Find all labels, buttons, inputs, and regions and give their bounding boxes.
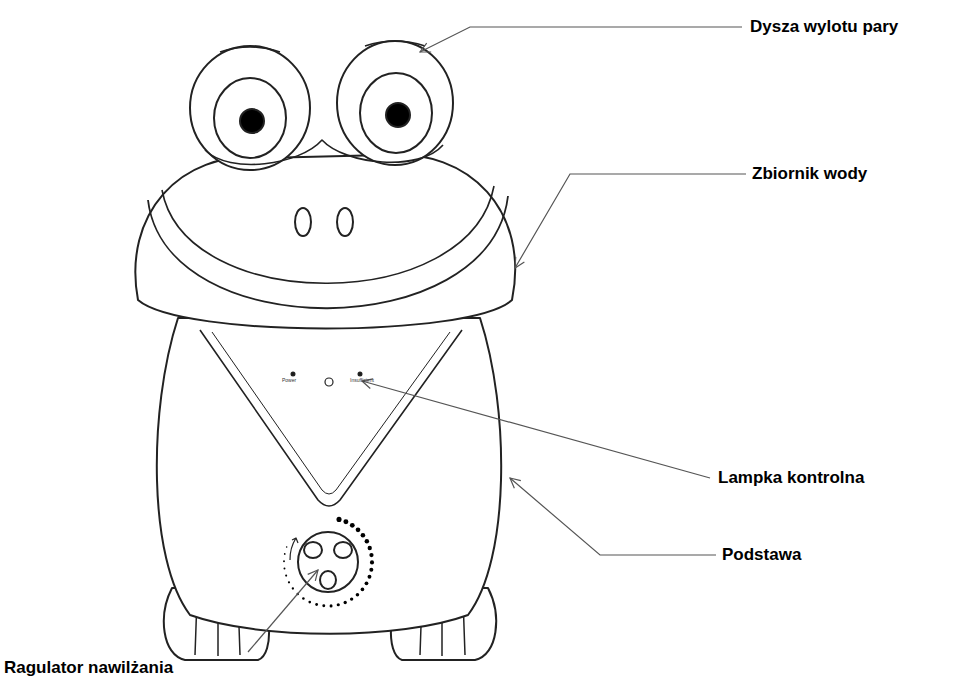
knob-lobe — [334, 542, 352, 558]
dial-dot — [288, 581, 290, 583]
dial-dot — [337, 603, 340, 606]
part-label: Zbiornik wody — [752, 165, 867, 182]
knob-lobe — [304, 542, 322, 558]
dial-dot — [286, 546, 288, 548]
left-eye — [214, 78, 286, 158]
dial-dot — [369, 568, 373, 572]
mouth-inner — [162, 186, 494, 283]
leader-line — [248, 570, 318, 652]
leader-line — [362, 381, 710, 478]
indicator-lamp — [325, 378, 333, 386]
dial-dot — [308, 601, 311, 604]
water-tank — [135, 154, 515, 328]
base-body — [157, 318, 501, 634]
dial-dot — [356, 527, 361, 532]
dial-dot — [315, 603, 318, 606]
dial-dot — [302, 597, 305, 600]
right-eye — [360, 73, 432, 153]
part-label: Podstawa — [722, 546, 801, 563]
dial-dot — [370, 560, 374, 564]
dial-dot — [292, 587, 294, 589]
dial-dot — [365, 539, 369, 543]
panel-text: Insufficient — [350, 378, 374, 383]
leader-line — [515, 174, 746, 268]
dial-dot — [368, 546, 372, 550]
right-eye-bump — [337, 41, 453, 165]
dial-scale — [283, 517, 374, 608]
dial-dot — [361, 533, 366, 538]
nostril — [337, 208, 353, 236]
dial-dot — [361, 588, 365, 592]
dial-dot — [356, 593, 360, 597]
left-eye-bump — [190, 46, 310, 170]
dial-dot — [343, 519, 348, 524]
insufficient-dot — [359, 373, 362, 376]
dial-dot — [368, 575, 372, 579]
panel-text: Power — [282, 378, 296, 383]
dial-dot — [336, 517, 341, 522]
dial-dot — [365, 581, 369, 585]
part-label: Dysza wylotu pary — [750, 18, 898, 35]
bib-outline — [200, 330, 462, 506]
steam-nozzle — [220, 41, 425, 52]
dial-dot — [285, 575, 287, 577]
leader-line — [420, 27, 742, 52]
bib-inner — [212, 332, 450, 494]
dial-dot — [350, 597, 353, 600]
dial-dot — [344, 601, 347, 604]
right-pupil — [386, 103, 410, 127]
dial-dot — [350, 523, 355, 528]
leader-line — [510, 478, 716, 555]
part-label: Lampka kontrolna — [718, 469, 864, 486]
knob-lobe — [320, 571, 336, 589]
dial-dot — [284, 568, 286, 570]
dial-dot — [369, 553, 373, 557]
mouth-band — [148, 196, 508, 308]
power-dot — [292, 373, 295, 376]
part-label: Ragulator nawilżania — [4, 659, 173, 676]
nostril — [295, 208, 311, 236]
dial-arrow — [290, 538, 298, 560]
dial-dot — [283, 560, 285, 562]
dial-dot — [330, 604, 333, 607]
left-pupil — [240, 109, 264, 133]
dial-dot — [284, 553, 286, 555]
dial-dot — [322, 604, 325, 607]
